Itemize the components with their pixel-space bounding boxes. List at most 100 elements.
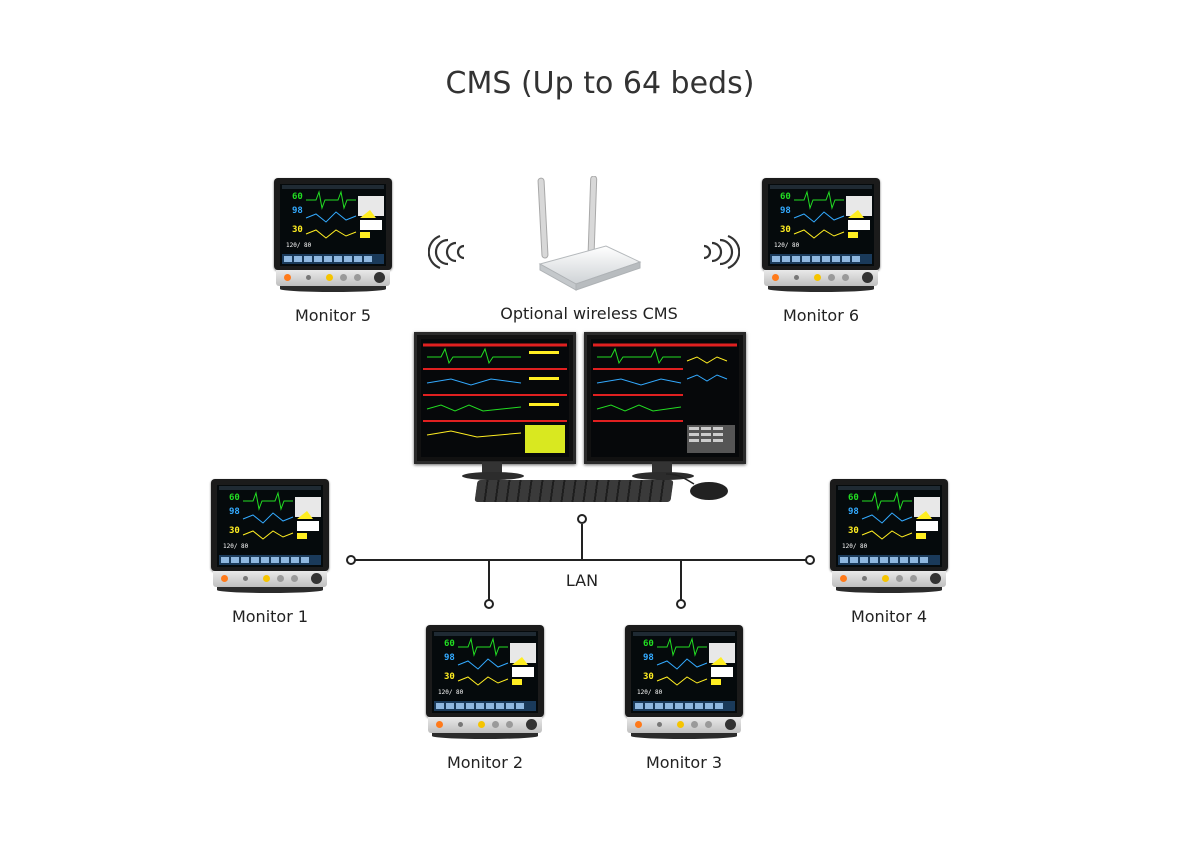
- mouse-icon: [690, 482, 728, 500]
- spo2-value: 98: [848, 507, 859, 517]
- monitor-bezel: 60 98 30 120/ 80: [211, 479, 329, 571]
- button-icon: [794, 275, 799, 280]
- button-icon: [306, 275, 311, 280]
- rotary-knob-icon: [374, 272, 385, 283]
- power-button-icon: [635, 721, 642, 728]
- alarm-button-icon: [677, 721, 684, 728]
- resp-value: 30: [229, 526, 240, 536]
- monitor-base: [276, 270, 390, 286]
- power-button-icon: [221, 575, 228, 582]
- monitor-bezel: 60 98 30 120/ 80: [830, 479, 948, 571]
- rotary-knob-icon: [526, 719, 537, 730]
- button-icon: [458, 722, 463, 727]
- patient-monitor-4: 60 98 30 120/ 80: [830, 479, 948, 597]
- monitor-5-label: Monitor 5: [294, 306, 372, 325]
- resp-value: 30: [780, 225, 791, 235]
- rotary-knob-icon: [930, 573, 941, 584]
- diagram-title: CMS (Up to 64 beds): [445, 66, 755, 101]
- node-monitor-3: [676, 599, 686, 609]
- alarm-button-icon: [814, 274, 821, 281]
- monitor-bezel: 60 98 30 120/ 80: [762, 178, 880, 270]
- monitor-base: [627, 717, 741, 733]
- cms-left-screen-content: [423, 343, 567, 453]
- monitor-screen: 60 98 30 120/ 80: [280, 184, 386, 266]
- monitor-bezel: 60 98 30 120/ 80: [426, 625, 544, 717]
- nibp-value: 120/ 80: [637, 689, 663, 696]
- hr-value: 60: [292, 192, 303, 202]
- monitor-screen: 60 98 30 120/ 80: [432, 631, 538, 713]
- button-icon: [291, 575, 298, 582]
- cms-left-base: [462, 472, 524, 480]
- spo2-value: 98: [292, 206, 303, 216]
- monitor-3-label: Monitor 3: [645, 753, 723, 772]
- node-monitor-1: [346, 555, 356, 565]
- keyboard-icon: [474, 480, 674, 502]
- button-icon: [354, 274, 361, 281]
- button-icon: [243, 576, 248, 581]
- monitor-waveforms: [770, 185, 872, 264]
- monitor-bezel: 60 98 30 120/ 80: [274, 178, 392, 270]
- monitor-base: [832, 571, 946, 587]
- resp-value: 30: [444, 672, 455, 682]
- rotary-knob-icon: [862, 272, 873, 283]
- cms-right-base: [632, 472, 694, 480]
- mouse-cable: [665, 473, 695, 485]
- alarm-button-icon: [263, 575, 270, 582]
- cms-workstation: [414, 332, 746, 506]
- patient-monitor-5: 60 98 30 120/ 80: [274, 178, 392, 296]
- cms-left-stand: [482, 462, 502, 474]
- monitor-screen: 60 98 30 120/ 80: [631, 631, 737, 713]
- monitor-foot: [836, 587, 942, 593]
- resp-value: 30: [643, 672, 654, 682]
- patient-monitor-6: 60 98 30 120/ 80: [762, 178, 880, 296]
- hr-value: 60: [780, 192, 791, 202]
- patient-monitor-2: 60 98 30 120/ 80: [426, 625, 544, 743]
- patient-monitor-3: 60 98 30 120/ 80: [625, 625, 743, 743]
- monitor-6-label: Monitor 6: [782, 306, 860, 325]
- button-icon: [828, 274, 835, 281]
- monitor-waveforms: [282, 185, 384, 264]
- node-monitor-2: [484, 599, 494, 609]
- button-icon: [705, 721, 712, 728]
- power-button-icon: [840, 575, 847, 582]
- monitor-screen: 60 98 30 120/ 80: [768, 184, 874, 266]
- nibp-value: 120/ 80: [223, 543, 249, 550]
- hr-value: 60: [643, 639, 654, 649]
- nibp-value: 120/ 80: [842, 543, 868, 550]
- button-icon: [340, 274, 347, 281]
- monitor-1-label: Monitor 1: [231, 607, 309, 626]
- hr-value: 60: [229, 493, 240, 503]
- rotary-knob-icon: [311, 573, 322, 584]
- monitor-waveforms: [219, 486, 321, 565]
- button-icon: [691, 721, 698, 728]
- wireless-signal-right-icon: [703, 234, 740, 270]
- spo2-value: 98: [444, 653, 455, 663]
- wireless-router-icon: [537, 176, 642, 291]
- button-icon: [910, 575, 917, 582]
- button-icon: [492, 721, 499, 728]
- power-button-icon: [284, 274, 291, 281]
- hr-value: 60: [444, 639, 455, 649]
- resp-value: 30: [292, 225, 303, 235]
- monitor-foot: [768, 286, 874, 292]
- monitor-waveforms: [633, 632, 735, 711]
- resp-value: 30: [848, 526, 859, 536]
- button-icon: [277, 575, 284, 582]
- power-button-icon: [772, 274, 779, 281]
- monitor-foot: [280, 286, 386, 292]
- monitor-base: [764, 270, 878, 286]
- nibp-value: 120/ 80: [438, 689, 464, 696]
- wireless-signal-left-icon: [428, 234, 465, 270]
- power-button-icon: [436, 721, 443, 728]
- button-icon: [506, 721, 513, 728]
- cms-left-display: [414, 332, 576, 464]
- rotary-knob-icon: [725, 719, 736, 730]
- monitor-2-label: Monitor 2: [446, 753, 524, 772]
- hr-value: 60: [848, 493, 859, 503]
- button-icon: [862, 576, 867, 581]
- button-icon: [842, 274, 849, 281]
- cms-right-screen-content: [593, 343, 737, 453]
- monitor-screen: 60 98 30 120/ 80: [217, 485, 323, 567]
- monitor-base: [213, 571, 327, 587]
- monitor-foot: [432, 733, 538, 739]
